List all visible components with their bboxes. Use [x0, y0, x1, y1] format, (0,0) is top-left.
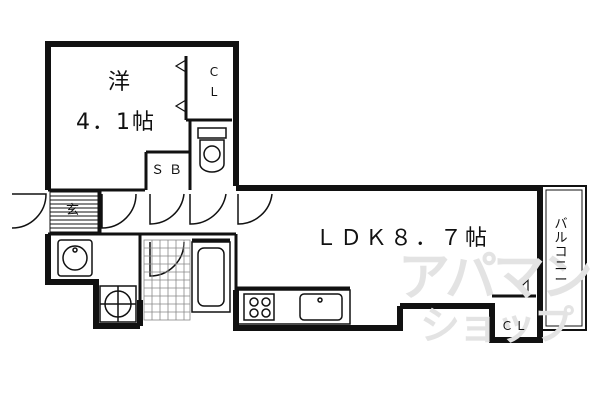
entrance-label: 玄: [66, 203, 80, 218]
closet-top-l: L: [210, 85, 218, 99]
balcony: [541, 185, 587, 331]
toilet: [197, 127, 227, 173]
ldk-label: ＬＤＫ８．７帖: [315, 226, 491, 251]
doors: [11, 193, 273, 277]
washing-machine: [99, 285, 137, 323]
closet-doors: [174, 59, 529, 298]
watermark-line2: ショップ: [420, 303, 574, 349]
bathroom-tiles: [143, 239, 191, 321]
washbasin: [57, 239, 93, 277]
storage-label: ＳＢ: [151, 163, 188, 178]
room-western-name: 洋: [108, 70, 131, 95]
watermark-line1: アパマン: [398, 248, 593, 308]
entrance-floor: [49, 191, 99, 233]
closet-bottom-label: ＣＬ: [501, 319, 530, 333]
closet-top-c: C: [209, 65, 219, 79]
bathtub: [191, 241, 231, 313]
interior-walls: [48, 56, 536, 300]
outer-walls: [45, 41, 543, 343]
room-western-size: 4．1帖: [76, 110, 156, 135]
balcony-label: バルコニー: [554, 217, 568, 288]
kitchen: [237, 289, 351, 325]
closet-top-label: C L: [206, 66, 222, 106]
